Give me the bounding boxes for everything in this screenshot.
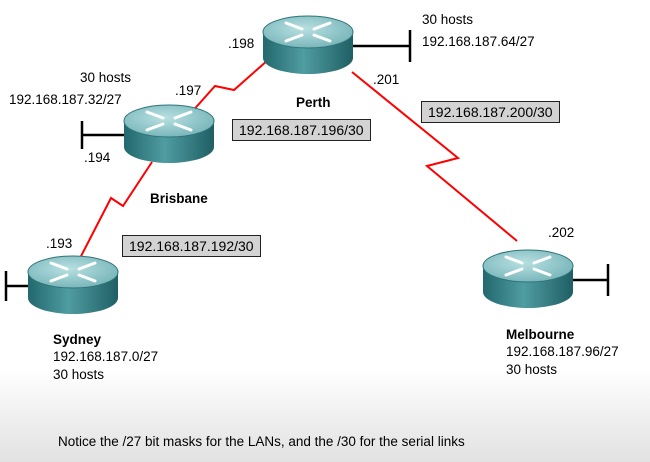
serial-link-brisbane-perth xyxy=(189,59,269,115)
serial-network-brisbane-perth: 192.168.187.196/30 xyxy=(232,119,371,141)
router-perth-icon[interactable] xyxy=(261,14,355,76)
serial-link-perth-melbourne xyxy=(351,71,518,242)
router-perth-label: Perth xyxy=(296,95,331,110)
router-sydney-label: Sydney xyxy=(53,332,102,347)
perth-interface-198: .198 xyxy=(228,36,255,51)
router-brisbane-icon[interactable] xyxy=(122,103,216,165)
router-brisbane-label: Brisbane xyxy=(150,191,208,206)
brisbane-interface-197: .197 xyxy=(175,83,202,98)
router-sydney-icon[interactable] xyxy=(26,254,120,316)
melbourne-lan-hosts: 30 hosts xyxy=(506,362,558,377)
caption-text: Notice the /27 bit masks for the LANs, a… xyxy=(58,434,465,449)
melbourne-interface-202: .202 xyxy=(548,225,575,240)
brisbane-interface-194: .194 xyxy=(84,150,111,165)
router-melbourne-label: Melbourne xyxy=(506,327,575,342)
melbourne-lan-network: 192.168.187.96/27 xyxy=(506,344,619,359)
serial-link-sydney-brisbane xyxy=(77,161,153,263)
sydney-lan-network: 192.168.187.0/27 xyxy=(53,349,159,364)
brisbane-lan-segment xyxy=(80,121,126,149)
sydney-lan-segment xyxy=(4,271,30,301)
perth-lan-segment xyxy=(352,30,412,62)
perth-lan-hosts: 30 hosts xyxy=(422,12,474,27)
perth-interface-201: .201 xyxy=(373,72,400,87)
router-melbourne-icon[interactable] xyxy=(481,248,575,310)
serial-network-perth-melbourne: 192.168.187.200/30 xyxy=(421,101,560,123)
serial-network-sydney-brisbane: 192.168.187.192/30 xyxy=(122,235,261,257)
brisbane-lan-hosts: 30 hosts xyxy=(80,70,132,85)
brisbane-lan-network: 192.168.187.32/27 xyxy=(9,92,122,107)
sydney-lan-hosts: 30 hosts xyxy=(53,367,105,382)
sydney-interface-193: .193 xyxy=(46,236,73,251)
melbourne-lan-segment xyxy=(572,264,610,296)
perth-lan-network: 192.168.187.64/27 xyxy=(422,34,535,49)
caption-band xyxy=(0,370,650,462)
